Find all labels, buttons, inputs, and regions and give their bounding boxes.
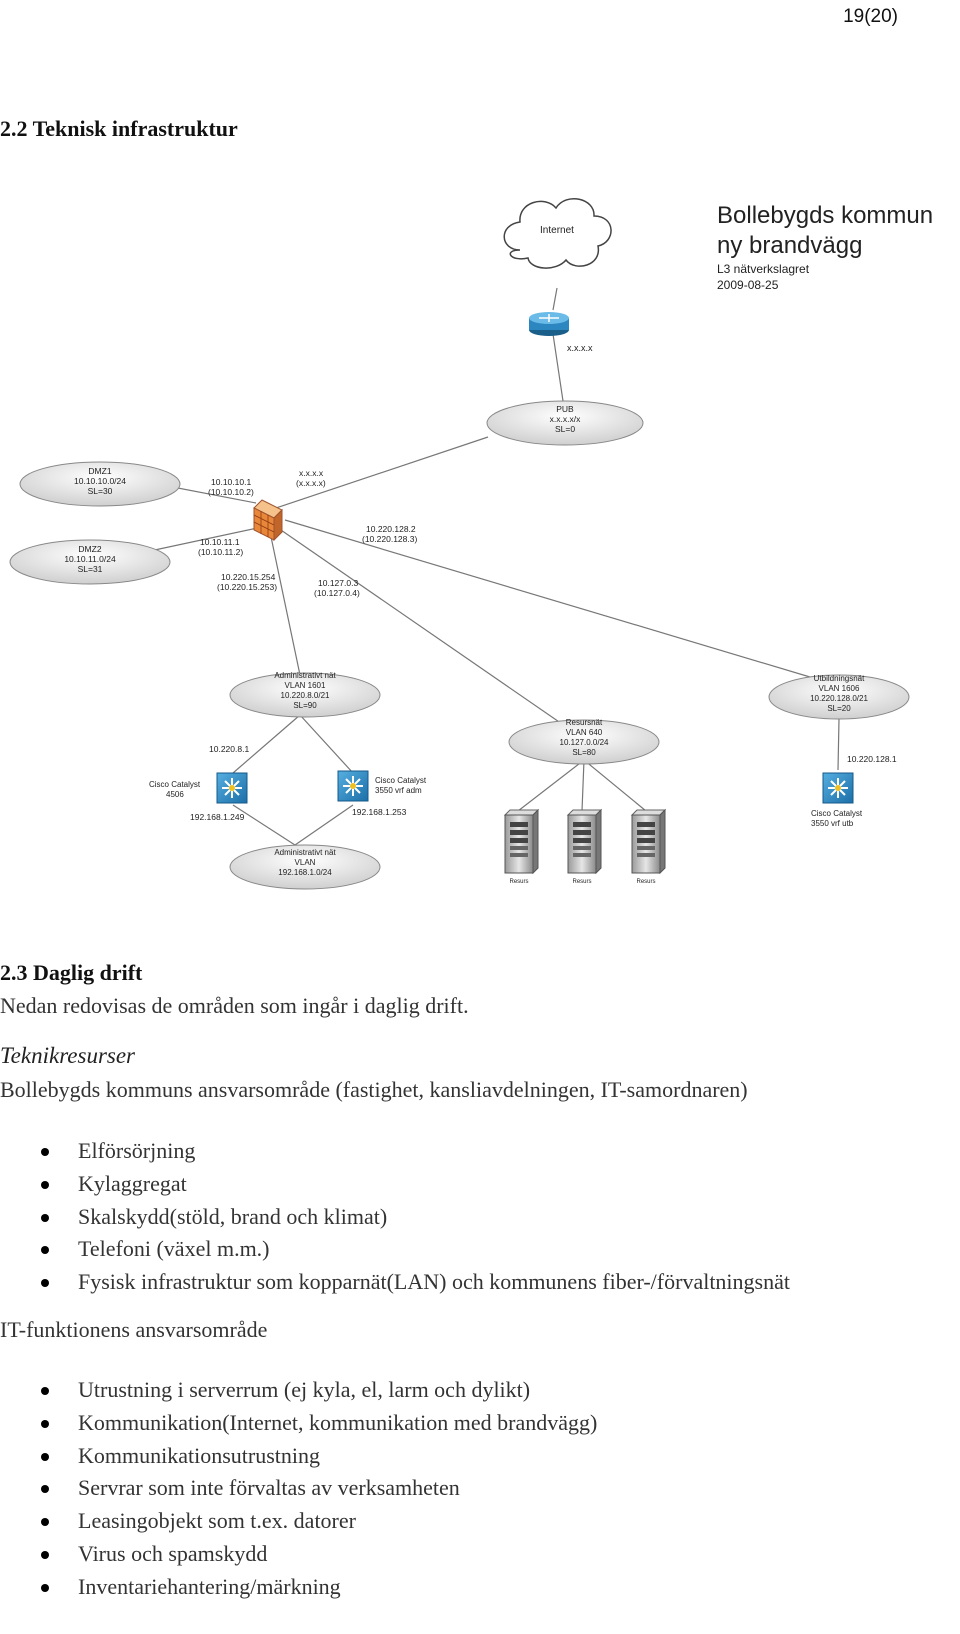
fw-dmz2-ip: 10.10.11.1 xyxy=(200,537,240,547)
adm-lan-label: Administrativt nät xyxy=(274,848,336,857)
list-item: Elförsörjning xyxy=(0,1137,790,1170)
res-label: Resursnät xyxy=(566,718,603,727)
diagram-title-line2: ny brandvägg xyxy=(717,232,862,259)
list-item: Servrar som inte förvaltas av verksamhet… xyxy=(0,1474,597,1507)
adm-label: Administrativt nät xyxy=(274,671,336,680)
teknikresurser-heading: Teknikresurser xyxy=(0,1043,136,1068)
dmz2-sl: SL=31 xyxy=(78,564,103,574)
diagram-subtitle: L3 nätverkslagret xyxy=(717,262,810,276)
dmz1-sl: SL=30 xyxy=(88,486,113,496)
utb-vlan: VLAN 1606 xyxy=(819,684,860,693)
switch-3550-adm-icon xyxy=(337,770,369,802)
network-diagram: Internet x.x.x.x Bollebygds kommun ny br… xyxy=(9,198,933,890)
list-item: Skalskydd(stöld, brand och klimat) xyxy=(0,1203,790,1236)
internet-cloud-icon xyxy=(503,198,612,269)
cat3550utb-model: 3550 vrf utb xyxy=(811,819,854,828)
diagram-date: 2009-08-25 xyxy=(717,278,779,292)
utb-sl: SL=20 xyxy=(827,704,851,713)
list-item: Leasingobjekt som t.ex. datorer xyxy=(0,1507,597,1540)
internet-label: Internet xyxy=(540,225,574,236)
firewall-icon xyxy=(253,499,283,542)
dmz2-subnet: 10.10.11.0/24 xyxy=(64,554,116,564)
pub-subnet: x.x.x.x/x xyxy=(550,414,581,424)
pub-label: PUB xyxy=(556,404,574,414)
page-number: 19(20) xyxy=(843,6,898,27)
fw-pub-ip: x.x.x.x xyxy=(299,468,324,478)
list-item: Inventariehantering/märkning xyxy=(0,1573,597,1606)
adm-lan-vlan: VLAN xyxy=(295,858,316,867)
server-icon xyxy=(503,808,540,875)
cat3550adm-lan-ip: 192.168.1.253 xyxy=(352,807,407,817)
fw-utb-ip-alt: (10.220.128.3) xyxy=(362,534,417,544)
server-label-2: Resurs xyxy=(572,879,591,885)
connection-lines xyxy=(135,287,840,846)
fw-dmz2-ip-alt: (10.10.11.2) xyxy=(198,547,243,557)
fw-utb-ip: 10.220.128.2 xyxy=(366,524,416,534)
cat4506-model: 4506 xyxy=(166,790,184,799)
res-vlan: VLAN 640 xyxy=(566,728,603,737)
dmz1-network: DMZ1 10.10.10.0/24 SL=30 xyxy=(19,461,181,507)
utb-subnet: 10.220.128.0/21 xyxy=(810,694,868,703)
server-label-3: Resurs xyxy=(636,879,655,885)
adm-vlan: VLAN 1601 xyxy=(285,681,326,690)
pub-sl: SL=0 xyxy=(555,424,575,434)
teknikresurser-list: Elförsörjning Kylaggregat Skalskydd(stöl… xyxy=(0,1137,790,1301)
fw-dmz1-ip: 10.10.10.1 xyxy=(211,477,251,487)
section-intro: Nedan redovisas de områden som ingår i d… xyxy=(0,993,469,1018)
cat4506-label: Cisco Catalyst xyxy=(149,780,201,789)
fw-dmz1-ip-alt: (10.10.10.2) xyxy=(208,487,254,497)
cat3550adm-label: Cisco Catalyst xyxy=(375,776,427,785)
it-funktion-desc: IT-funktionens ansvarsområde xyxy=(0,1317,268,1342)
dmz1-subnet: 10.10.10.0/24 xyxy=(74,476,126,486)
cat4506-uplink-ip: 10.220.8.1 xyxy=(209,744,249,754)
switch-3550-utb-icon xyxy=(822,772,854,804)
list-item: Fysisk infrastruktur som kopparnät(LAN) … xyxy=(0,1268,790,1301)
adm-lan-subnet: 192.168.1.0/24 xyxy=(278,868,332,877)
adm-sl: SL=90 xyxy=(293,701,317,710)
utb-label: Utbildningsnät xyxy=(814,674,865,683)
fw-adm-ip-alt: (10.220.15.253) xyxy=(217,582,277,592)
switch-4506-icon xyxy=(216,772,248,804)
adm-subnet: 10.220.8.0/21 xyxy=(281,691,330,700)
list-item: Kommunikationsutrustning xyxy=(0,1442,597,1475)
router-icon xyxy=(529,312,569,336)
dmz2-network: DMZ2 10.10.11.0/24 SL=31 xyxy=(9,539,171,585)
fw-pub-ip-alt: (x.x.x.x) xyxy=(296,478,326,488)
education-network: Utbildningsnät VLAN 1606 10.220.128.0/21… xyxy=(768,674,910,720)
dmz2-label: DMZ2 xyxy=(78,544,101,554)
cat4506-lan-ip: 192.168.1.249 xyxy=(190,812,245,822)
server-icon xyxy=(630,808,667,875)
resource-network: Resursnät VLAN 640 10.127.0.0/24 SL=80 xyxy=(508,718,660,765)
section-title-2-2: 2.2 Teknisk infrastruktur xyxy=(0,116,238,141)
router-address: x.x.x.x xyxy=(567,343,593,353)
server-icon xyxy=(566,808,603,875)
section-title-2-3: 2.3 Daglig drift xyxy=(0,960,143,985)
adm-lan-network: Administrativt nät VLAN 192.168.1.0/24 xyxy=(229,844,381,890)
diagram-title-line1: Bollebygds kommun xyxy=(717,202,933,229)
firewall-interfaces: 10.10.10.1 (10.10.10.2) x.x.x.x (x.x.x.x… xyxy=(198,468,417,598)
teknikresurser-desc: Bollebygds kommuns ansvarsområde (fastig… xyxy=(0,1077,748,1102)
list-item: Utrustning i serverrum (ej kyla, el, lar… xyxy=(0,1376,597,1409)
res-sl: SL=80 xyxy=(572,748,596,757)
adm-network: Administrativt nät VLAN 1601 10.220.8.0/… xyxy=(229,671,381,718)
fw-res-ip: 10.127.0.3 xyxy=(318,578,358,588)
dmz1-label: DMZ1 xyxy=(88,466,111,476)
list-item: Kommunikation(Internet, kommunikation me… xyxy=(0,1409,597,1442)
list-item: Telefoni (växel m.m.) xyxy=(0,1235,790,1268)
list-item: Kylaggregat xyxy=(0,1170,790,1203)
server-label-1: Resurs xyxy=(509,879,528,885)
utb-uplink-ip: 10.220.128.1 xyxy=(847,754,897,764)
list-item: Virus och spamskydd xyxy=(0,1540,597,1573)
res-subnet: 10.127.0.0/24 xyxy=(560,738,609,747)
cat3550adm-model: 3550 vrf adm xyxy=(375,786,422,795)
it-funktion-list: Utrustning i serverrum (ej kyla, el, lar… xyxy=(0,1376,597,1606)
fw-res-ip-alt: (10.127.0.4) xyxy=(314,588,360,598)
cat3550utb-label: Cisco Catalyst xyxy=(811,809,863,818)
pub-network: PUB x.x.x.x/x SL=0 xyxy=(486,400,644,446)
fw-adm-ip: 10.220.15.254 xyxy=(221,572,276,582)
